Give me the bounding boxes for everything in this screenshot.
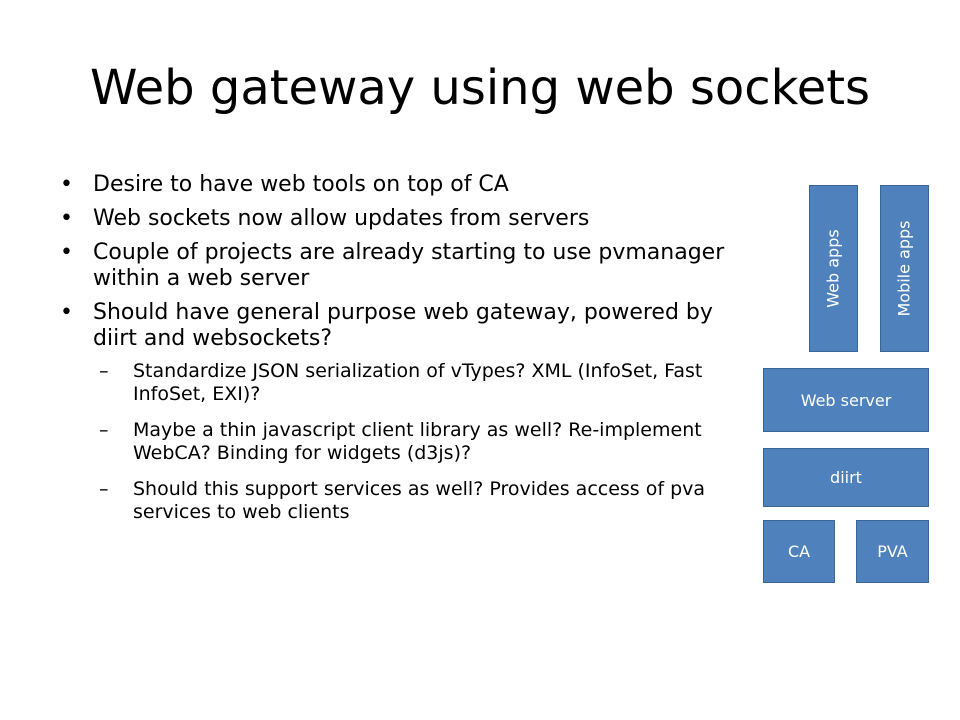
- subbullet-text: Standardize JSON serialization of vTypes…: [133, 360, 703, 405]
- web-apps-box: Web apps: [809, 185, 858, 352]
- subbullet-item: – Should this support services as well? …: [93, 478, 740, 524]
- bullet-item: • Should have general purpose web gatewa…: [60, 300, 740, 524]
- diirt-label: diirt: [830, 468, 862, 487]
- dash-icon: –: [99, 360, 109, 382]
- bullet-item: • Couple of projects are already startin…: [60, 240, 740, 292]
- bullet-text: Couple of projects are already starting …: [93, 240, 725, 291]
- web-server-label: Web server: [800, 390, 892, 410]
- web-server-box: Web server: [763, 368, 929, 432]
- bullet-dot-icon: •: [60, 240, 73, 265]
- mobile-apps-label: Mobile apps: [895, 220, 914, 317]
- dash-icon: –: [99, 478, 109, 500]
- subbullet-text: Should this support services as well? Pr…: [133, 478, 706, 523]
- pva-label: PVA: [877, 542, 908, 561]
- web-apps-label: Web apps: [824, 229, 844, 308]
- diirt-box: diirt: [763, 448, 929, 507]
- slide-title: Web gateway using web sockets: [89, 60, 871, 116]
- pva-box: PVA: [856, 520, 929, 583]
- bullet-dot-icon: •: [60, 172, 73, 197]
- ca-box: CA: [763, 520, 835, 583]
- bullet-dot-icon: •: [60, 300, 73, 325]
- bullet-text: Should have general purpose web gateway,…: [93, 300, 713, 351]
- bullet-text: Web sockets now allow updates from serve…: [93, 206, 590, 231]
- subbullet-list: – Standardize JSON serialization of vTyp…: [93, 360, 740, 524]
- ca-label: CA: [787, 542, 811, 561]
- subbullet-item: – Maybe a thin javascript client library…: [93, 419, 740, 465]
- subbullet-text: Maybe a thin javascript client library a…: [133, 419, 702, 464]
- bullet-text: Desire to have web tools on top of CA: [93, 172, 509, 197]
- bullet-list: • Desire to have web tools on top of CA …: [60, 172, 740, 537]
- dash-icon: –: [99, 419, 109, 441]
- mobile-apps-box: Mobile apps: [880, 185, 929, 352]
- subbullet-item: – Standardize JSON serialization of vTyp…: [93, 360, 740, 406]
- bullet-item: • Web sockets now allow updates from ser…: [60, 206, 740, 232]
- bullet-item: • Desire to have web tools on top of CA: [60, 172, 740, 198]
- bullet-dot-icon: •: [60, 206, 73, 231]
